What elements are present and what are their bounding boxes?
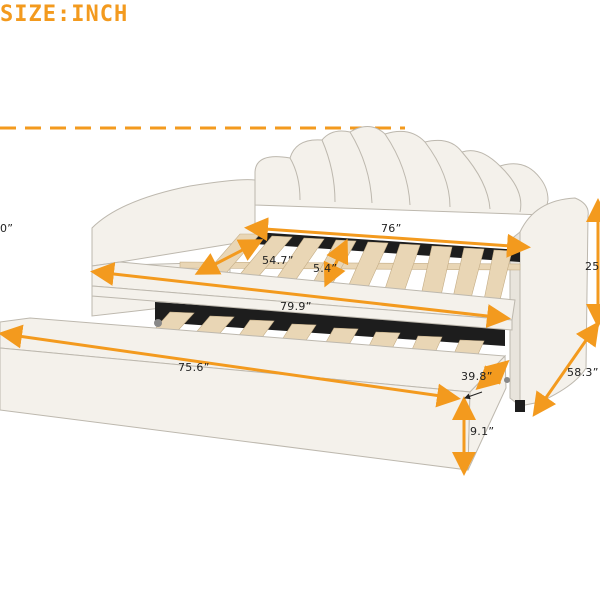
trundle-height-dimension: 9.1”: [470, 425, 495, 438]
trundle-width-leader: [464, 391, 483, 400]
back-length-dimension: 76”: [381, 222, 402, 235]
depth-arrow: [532, 321, 600, 417]
trundle-length-arrow: [0, 324, 461, 408]
overall-length-dimension: 79.9”: [280, 300, 312, 313]
caster-wheel: [154, 319, 162, 327]
scalloped-headboard: [254, 126, 549, 216]
back-length-arrow: [244, 217, 531, 258]
size-unit-title: SIZE:INCH: [0, 2, 129, 27]
caster-wheel: [504, 377, 510, 383]
depth-dimension: 58.3”: [567, 366, 599, 379]
overall-length-arrow: [90, 262, 511, 328]
inner-height-dimension: 5.4”: [313, 262, 338, 275]
orange-dimension-arrows: [0, 198, 600, 476]
trundle-width-dimension: 39.8”: [461, 370, 493, 383]
height-dimension: 25: [585, 260, 600, 273]
inner-length-dimension: 54.7”: [262, 254, 294, 267]
trundle-width-arrow: [475, 360, 510, 390]
left-cut-dimension: 0”: [0, 222, 14, 235]
bed-leg: [515, 400, 525, 412]
trundle-length-dimension: 75.6”: [178, 361, 210, 374]
